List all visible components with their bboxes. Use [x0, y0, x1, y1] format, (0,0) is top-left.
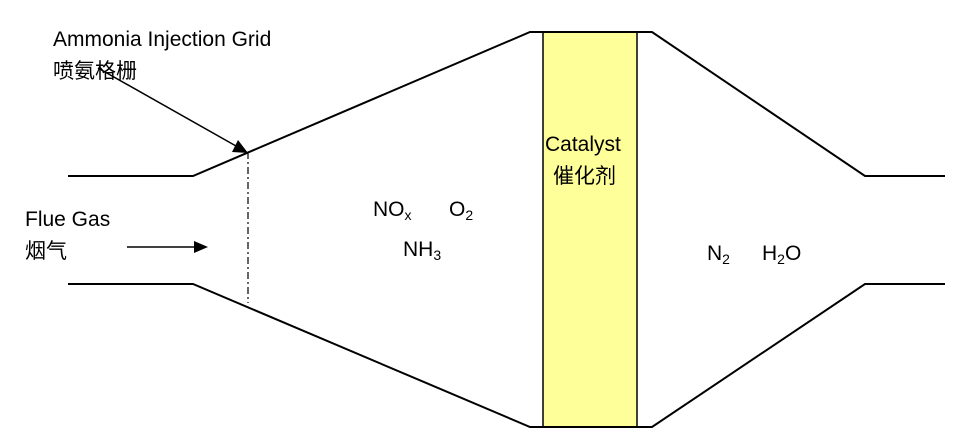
inlet-label-zh: 烟气	[25, 240, 67, 263]
catalyst-label-en: Catalyst	[545, 133, 621, 156]
flue-gas-arrow	[127, 241, 208, 253]
duct-top-wall	[68, 31, 945, 177]
formula-h2o: H2O	[762, 242, 801, 267]
formula-n2: N2	[707, 242, 730, 267]
duct-bottom-wall	[68, 283, 945, 428]
injection-label-en: Ammonia Injection Grid	[53, 28, 271, 51]
injection-label-zh: 喷氨格栅	[53, 60, 137, 83]
duct-outline	[68, 31, 945, 428]
formula-nh3: NH3	[403, 238, 441, 263]
catalyst-bed	[542, 31, 638, 428]
inlet-label-en: Flue Gas	[25, 208, 110, 231]
formula-nox: NOx	[373, 198, 412, 223]
injection-pointer-arrow	[97, 67, 248, 153]
catalyst-label-zh: 催化剂	[553, 165, 616, 188]
formula-o2: O2	[449, 198, 473, 223]
